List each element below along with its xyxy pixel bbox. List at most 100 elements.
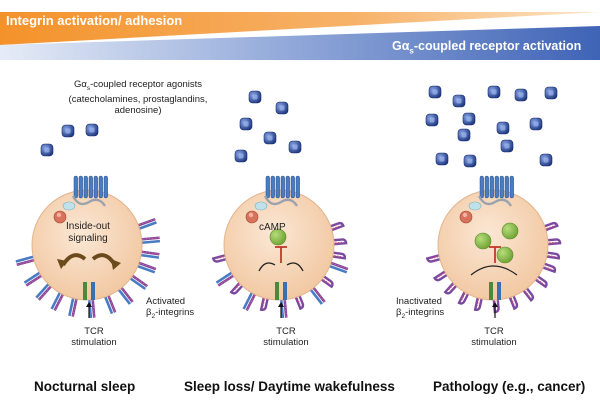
integrin-stalk [72,296,78,317]
integrin-icon [443,281,459,295]
receptor-helix [280,175,285,199]
integrin-icon [135,261,157,274]
tcr-stimulation-label-2: TCR stimulation [263,326,309,348]
integrin-stalk [542,261,557,274]
tcr-chain [275,282,279,300]
cell-inactive [425,175,562,318]
integrin-icon [544,251,561,260]
tcr-stimulation-label-3: TCR stimulation [471,326,517,348]
integrin-stalk [137,221,157,231]
integrin-stalk [542,221,559,232]
g-protein-icon [468,201,482,211]
receptor-helix [88,175,93,199]
receptor-activation-title: Gαs-coupled receptor activation [392,39,582,56]
agonist-highlight [461,132,467,138]
agonist-highlight [466,116,472,122]
agonist-label: Gαs-coupled receptor agonists (catechola… [68,79,208,116]
integrin-stalk [138,253,160,259]
agonist-highlight [456,98,462,104]
agonist-highlight [243,121,249,127]
agonist-highlight [267,135,273,141]
agonist-highlight [504,143,510,149]
g-protein-icon [254,201,268,211]
kinase-highlight [56,212,62,218]
integrin-stalk [473,296,484,312]
integrin-stalk [312,285,326,303]
integrin-stalk [321,274,334,289]
integrin-icon [242,290,257,312]
integrin-stalk [68,296,75,317]
signaling-arrowhead [111,259,121,270]
integrin-icon [328,221,345,232]
integrin-icon [259,296,270,312]
integrin-stalk [107,293,116,313]
integrin-stalk [211,254,229,263]
receptor-activation-banner [0,26,600,60]
integrin-stalk [432,270,450,282]
receptor-helix [285,175,290,199]
integrin-stalk [136,218,156,227]
integrin-icon [331,238,348,246]
activated-integrins-label: Activated β2-integrins [146,296,195,320]
integrin-stalk [139,239,161,245]
integrin-stalk [443,282,459,295]
integrin-icon [457,290,471,305]
receptor-helix [295,175,300,199]
integrin-stalk [135,264,156,274]
kinase-highlight [248,212,254,218]
integrin-icon [215,270,236,287]
g-protein-loop [71,195,107,207]
receptor-helix [270,175,275,199]
kinase-icon [245,210,259,224]
integrin-icon [508,293,519,311]
integrin-icon [128,273,149,290]
agonist-highlight [533,121,539,127]
integrin-stalk [535,274,548,289]
integrin-stalk [50,290,62,310]
tcr-stimulation-label-1: TCR stimulation [71,326,117,348]
agonist-highlight [429,117,435,123]
integrin-stalk [284,297,287,318]
receptor-helix [98,175,103,199]
integrin-icon [534,274,548,289]
kinase-highlight [462,212,468,218]
integrin-stalk [327,264,348,274]
kinase-icon [459,210,473,224]
receptor-helix [484,175,489,199]
caption-nocturnal-sleep: Nocturnal sleep [34,379,136,394]
receptor-helix [290,175,295,199]
caption-pathology: Pathology (e.g., cancer) [433,379,586,394]
integrin-stalk [457,291,471,305]
integrin-icon [542,221,559,232]
agonist-highlight [238,153,244,159]
integrin-stalk [15,255,36,263]
integrin-icon [320,274,334,289]
agonist-highlight [548,90,554,96]
agonist-highlight [65,128,71,134]
signaling-arrowhead [57,259,67,269]
integrin-stalk [545,251,561,260]
receptor-helix [489,175,494,199]
integrin-icon [103,293,117,315]
agonist-highlight [252,94,258,100]
signaling-arrow [258,262,276,272]
signaling-arrow [286,262,304,272]
integrin-icon [15,255,37,267]
integrin-icon [425,254,443,263]
tcr-chain [83,282,87,300]
receptor-helix [265,175,270,199]
integrin-stalk [54,292,65,311]
g-protein-loop [477,195,513,207]
integrin-stalk [218,274,236,287]
receptor-helix [499,175,504,199]
receptor-helix [275,175,280,199]
integrin-stalk [328,221,345,232]
agonist-highlight [467,158,473,164]
cell-group [15,175,562,319]
agonist-highlight [89,127,95,133]
integrin-stalk [331,251,347,260]
receptor-helix [103,175,108,199]
integrin-stalk [103,294,114,315]
integrin-icon [138,250,160,259]
